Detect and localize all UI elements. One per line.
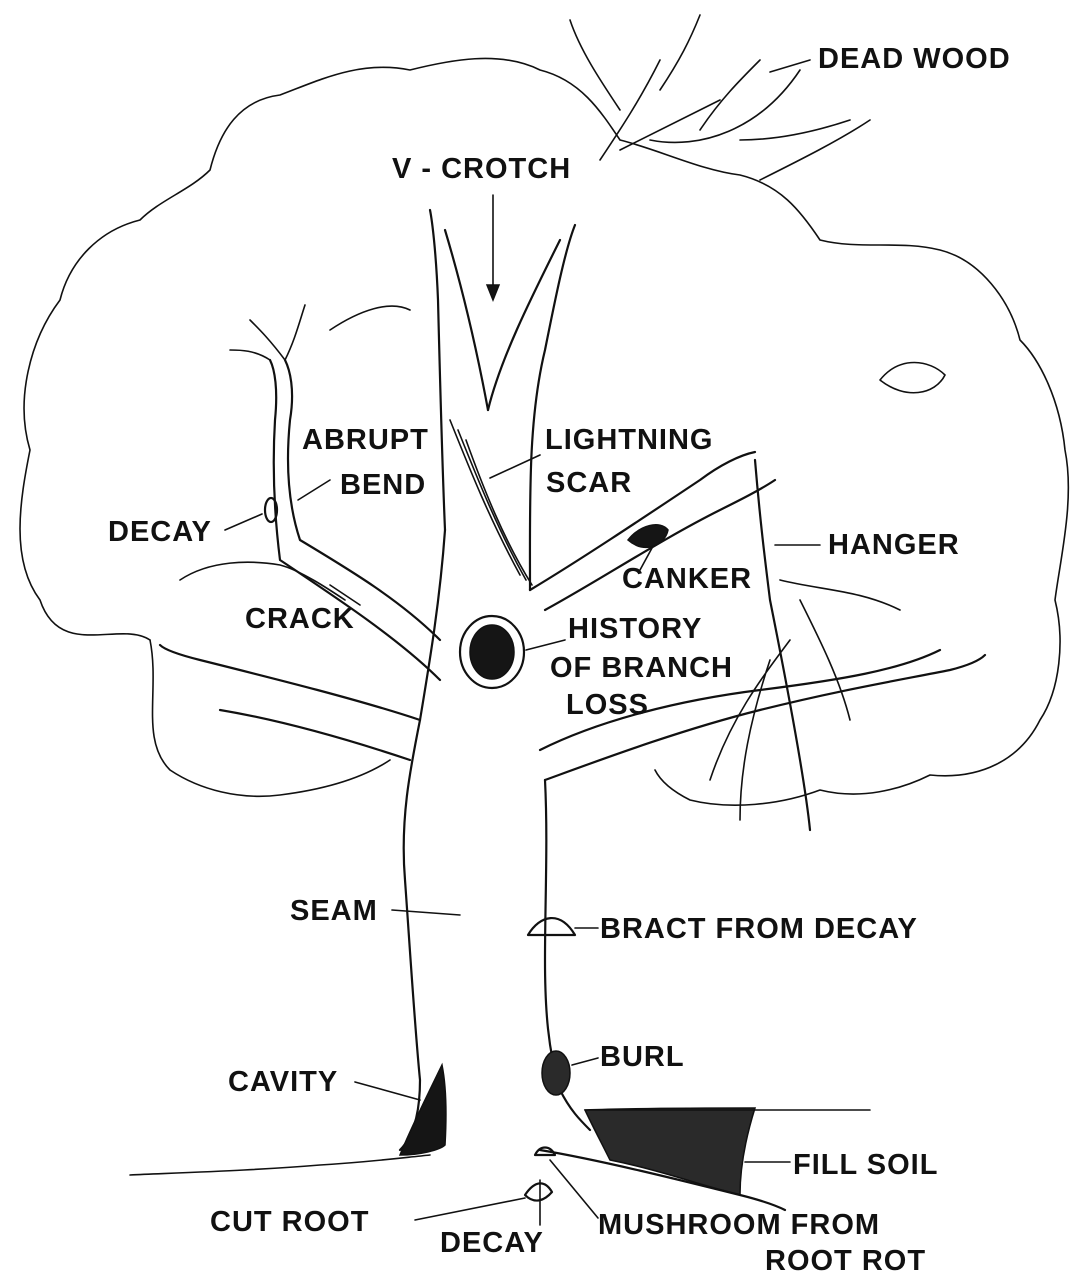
branch-left-lower-2 [218, 708, 412, 762]
label-loss: LOSS [566, 689, 649, 721]
label-v-crotch: V - CROTCH [392, 153, 572, 185]
branch-lower-right-2 [538, 648, 942, 752]
leader-left [428, 208, 447, 532]
label-cut-root: CUT ROOT [210, 1206, 370, 1238]
hanger-branch [753, 458, 812, 832]
label-fill-soil: FILL SOIL [793, 1149, 939, 1181]
leader-right [528, 223, 577, 592]
cavity-mark [398, 1062, 447, 1156]
burl-mark [541, 1050, 571, 1096]
label-scar: SCAR [546, 467, 633, 499]
leader-left-inner [443, 228, 490, 412]
label-burl: BURL [600, 1041, 685, 1073]
label-bract: BRACT FROM DECAY [600, 913, 918, 945]
label-decay-lower: DECAY [440, 1227, 544, 1259]
label-canker: CANKER [622, 563, 753, 595]
branch-left-upper-2 [268, 358, 442, 682]
label-root-rot: ROOT ROT [765, 1245, 927, 1277]
bract-mark [526, 917, 577, 937]
arrow-mushroom [549, 1159, 599, 1219]
label-dead-wood: DEAD WOOD [818, 43, 1011, 75]
arrow-canker [639, 547, 653, 571]
branch-left-lower [158, 643, 422, 722]
label-of-branch: OF BRANCH [550, 652, 733, 684]
canopy-outline-left-lower [149, 639, 391, 798]
twigs-top-left [229, 304, 306, 361]
canopy-gap-left [179, 561, 346, 601]
trunk-right [543, 778, 592, 1132]
label-bend: BEND [340, 469, 427, 501]
label-cavity: CAVITY [228, 1066, 339, 1098]
canopy-gap-mid [329, 305, 411, 331]
ground-line [129, 1154, 431, 1176]
arrow-lightning [489, 454, 541, 479]
arrow-dead-wood [769, 59, 811, 73]
canker-mark [626, 524, 669, 549]
arrow-cut-root [414, 1197, 526, 1221]
arrow-v-crotch-head [485, 284, 501, 303]
fill-soil-mark [583, 1107, 757, 1196]
label-crack: CRACK [245, 603, 355, 635]
branch-lower-right [543, 653, 987, 782]
trunk-left [398, 528, 447, 1152]
lightning-scar-marks [449, 419, 533, 586]
root-right [538, 1148, 787, 1212]
dead-wood-twigs [569, 14, 871, 181]
leader-right-inner [486, 238, 562, 412]
canopy-gap-small-right [879, 361, 946, 394]
canopy-outline [19, 57, 1070, 806]
branch-loss-scar-outer [458, 614, 526, 690]
decay-upper-mark [263, 496, 279, 524]
mushroom [533, 1146, 557, 1157]
branch-right-lower [543, 478, 777, 612]
label-mushroom: MUSHROOM FROM [598, 1209, 881, 1241]
branch-right-upper [528, 450, 757, 592]
arrow-decay-upper [224, 513, 263, 531]
cut-root [523, 1182, 554, 1202]
branch-left-upper [283, 358, 442, 642]
label-decay-upper: DECAY [108, 516, 212, 548]
arrow-burl [571, 1057, 599, 1066]
arrow-crack [329, 584, 361, 606]
arrow-abrupt-bend [297, 479, 331, 501]
arrow-history [525, 639, 566, 651]
arrow-cavity [354, 1081, 421, 1101]
label-lightning: LIGHTNING [545, 424, 714, 456]
arrow-seam [391, 909, 461, 916]
label-history: HISTORY [568, 613, 703, 645]
hanger-twigs-1 [709, 579, 901, 821]
branch-loss-scar-inner [469, 624, 515, 680]
label-abrupt: ABRUPT [302, 424, 429, 456]
label-seam: SEAM [290, 895, 378, 927]
label-hanger: HANGER [828, 529, 960, 561]
